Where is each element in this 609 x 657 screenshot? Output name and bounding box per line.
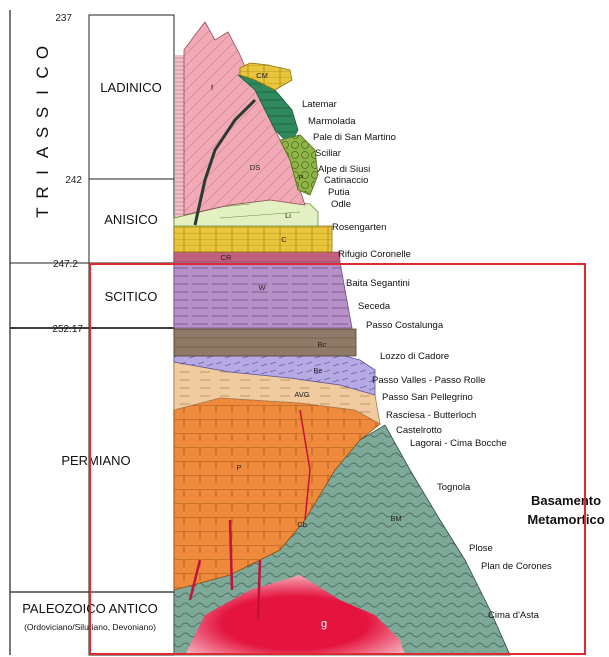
loc-tognola: Tognola [437,482,471,493]
age-242: 242 [65,175,82,186]
era-letter: T [33,206,52,217]
cr-layer [174,252,340,262]
basamento-label-line1: Basamento [531,493,601,508]
era-letter: O [33,45,52,59]
code-cb: Cb [297,520,307,529]
loc-valles: Passo Valles - Passo Rolle [372,375,485,386]
code-cm: CM [256,71,268,80]
period-permiano: PERMIANO [61,453,130,468]
loc-catinaccio: Catinaccio [324,175,368,186]
age-252-17: 252.17 [52,324,83,335]
bc-layer [174,329,356,356]
era-label-triassico: OCISSAIRT [33,45,52,218]
loc-segantini: Baita Segantini [346,278,410,289]
loc-costalunga: Passo Costalunga [366,320,444,331]
loc-sciliar: Sciliar [315,148,341,159]
basamento-label-line2: Metamorfico [527,512,604,527]
era-letter: I [33,169,52,175]
loc-latemar: Latemar [302,99,337,110]
code-p-upper: P [298,173,303,182]
period-ladinico: LADINICO [100,80,161,95]
era-letter: C [33,65,52,78]
period-scitico: SCITICO [105,289,158,304]
era-letter: I [33,89,52,95]
code-be: Be [313,366,322,375]
loc-lozzo: Lozzo di Cadore [380,351,449,362]
code-ds: DS [250,163,260,172]
era-letter: R [33,185,52,198]
loc-lagorai: Lagorai - Cima Bocche [410,438,507,449]
loc-castelrotto: Castelrotto [396,425,442,436]
era-letter: A [33,146,52,158]
code-w: W [258,283,266,292]
code-avg: AVG [294,390,309,399]
code-bm: BM [390,514,401,523]
code-c: C [281,235,287,244]
code-p-lower: P [236,463,241,472]
loc-plan: Plan de Corones [481,561,552,572]
code-bc: Bc [318,340,327,349]
loc-alpe: Alpe di Siusi [318,164,370,175]
era-letter: S [33,106,52,118]
loc-cima-asta: Cima d'Asta [488,610,540,621]
age-237: 237 [55,13,72,24]
code-li: Li [285,211,291,220]
era-letter: S [33,126,52,138]
loc-coronelle: Rifugio Coronelle [338,249,411,260]
loc-seceda: Seceda [358,301,391,312]
age-247-2: 247.2 [53,259,78,270]
loc-rasciesa: Rasciesa - Butterloch [386,410,476,421]
loc-pellegrino: Passo San Pellegrino [382,392,473,403]
loc-pale: Pale di San Martino [313,132,396,143]
code-g: g [321,618,327,630]
period-anisico: ANISICO [104,212,157,227]
c-layer [174,226,332,252]
loc-putia: Putia [328,187,350,198]
loc-odle: Odle [331,199,351,210]
werfen-layer [174,262,352,328]
loc-plose: Plose [469,543,493,554]
loc-marmolada: Marmolada [308,116,356,127]
loc-rosengarten: Rosengarten [332,222,386,233]
code-cr: CR [221,253,232,262]
